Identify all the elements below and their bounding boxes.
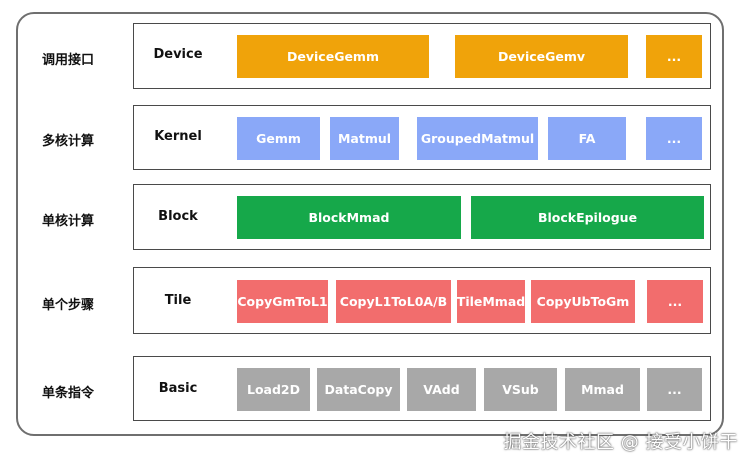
tile-box-more: ... [647, 280, 703, 323]
row-label-kernel: 多核计算 [42, 134, 95, 149]
device-box-more: ... [646, 35, 702, 78]
layer-tile: Tile CopyGmToL1 CopyL1ToL0A/B TileMmad C… [133, 267, 711, 334]
tile-box-tilemmad: TileMmad [457, 280, 525, 323]
row-label-tile: 单个步骤 [42, 298, 95, 313]
block-box-blockepilogue: BlockEpilogue [471, 196, 704, 239]
layer-basic: Basic Load2D DataCopy VAdd VSub Mmad ... [133, 356, 711, 421]
block-box-blockmmad: BlockMmad [237, 196, 461, 239]
row-label-basic: 单条指令 [42, 386, 95, 401]
layer-block: Block BlockMmad BlockEpilogue [133, 184, 711, 250]
device-box-devicegemm: DeviceGemm [237, 35, 429, 78]
layer-name-basic: Basic [158, 381, 198, 396]
tile-box-copygmtol1: CopyGmToL1 [237, 280, 328, 323]
device-box-devicegemv: DeviceGemv [455, 35, 628, 78]
basic-box-mmad: Mmad [565, 368, 640, 411]
kernel-box-groupedmatmul: GroupedMatmul [417, 117, 538, 160]
tile-box-copyl1tol0ab: CopyL1ToL0A/B [336, 280, 451, 323]
layer-kernel: Kernel Gemm Matmul GroupedMatmul FA ... [133, 105, 711, 170]
basic-box-vsub: VSub [484, 368, 557, 411]
watermark: 掘金技术社区 @ 接受小饼干 [503, 432, 738, 453]
row-label-device: 调用接口 [42, 53, 95, 68]
layer-name-tile: Tile [164, 293, 192, 308]
tile-box-copyubtogm: CopyUbToGm [531, 280, 635, 323]
outer-frame [16, 12, 724, 436]
layer-name-block: Block [158, 209, 198, 224]
row-label-block: 单核计算 [42, 214, 95, 229]
basic-box-datacopy: DataCopy [317, 368, 400, 411]
kernel-box-matmul: Matmul [330, 117, 399, 160]
basic-box-vadd: VAdd [407, 368, 476, 411]
basic-box-more: ... [647, 368, 702, 411]
kernel-box-more: ... [646, 117, 702, 160]
kernel-box-fa: FA [548, 117, 626, 160]
layer-name-device: Device [153, 47, 203, 62]
basic-box-load2d: Load2D [237, 368, 310, 411]
layer-device: Device DeviceGemm DeviceGemv ... [133, 23, 711, 89]
kernel-box-gemm: Gemm [237, 117, 320, 160]
layer-name-kernel: Kernel [154, 129, 202, 144]
